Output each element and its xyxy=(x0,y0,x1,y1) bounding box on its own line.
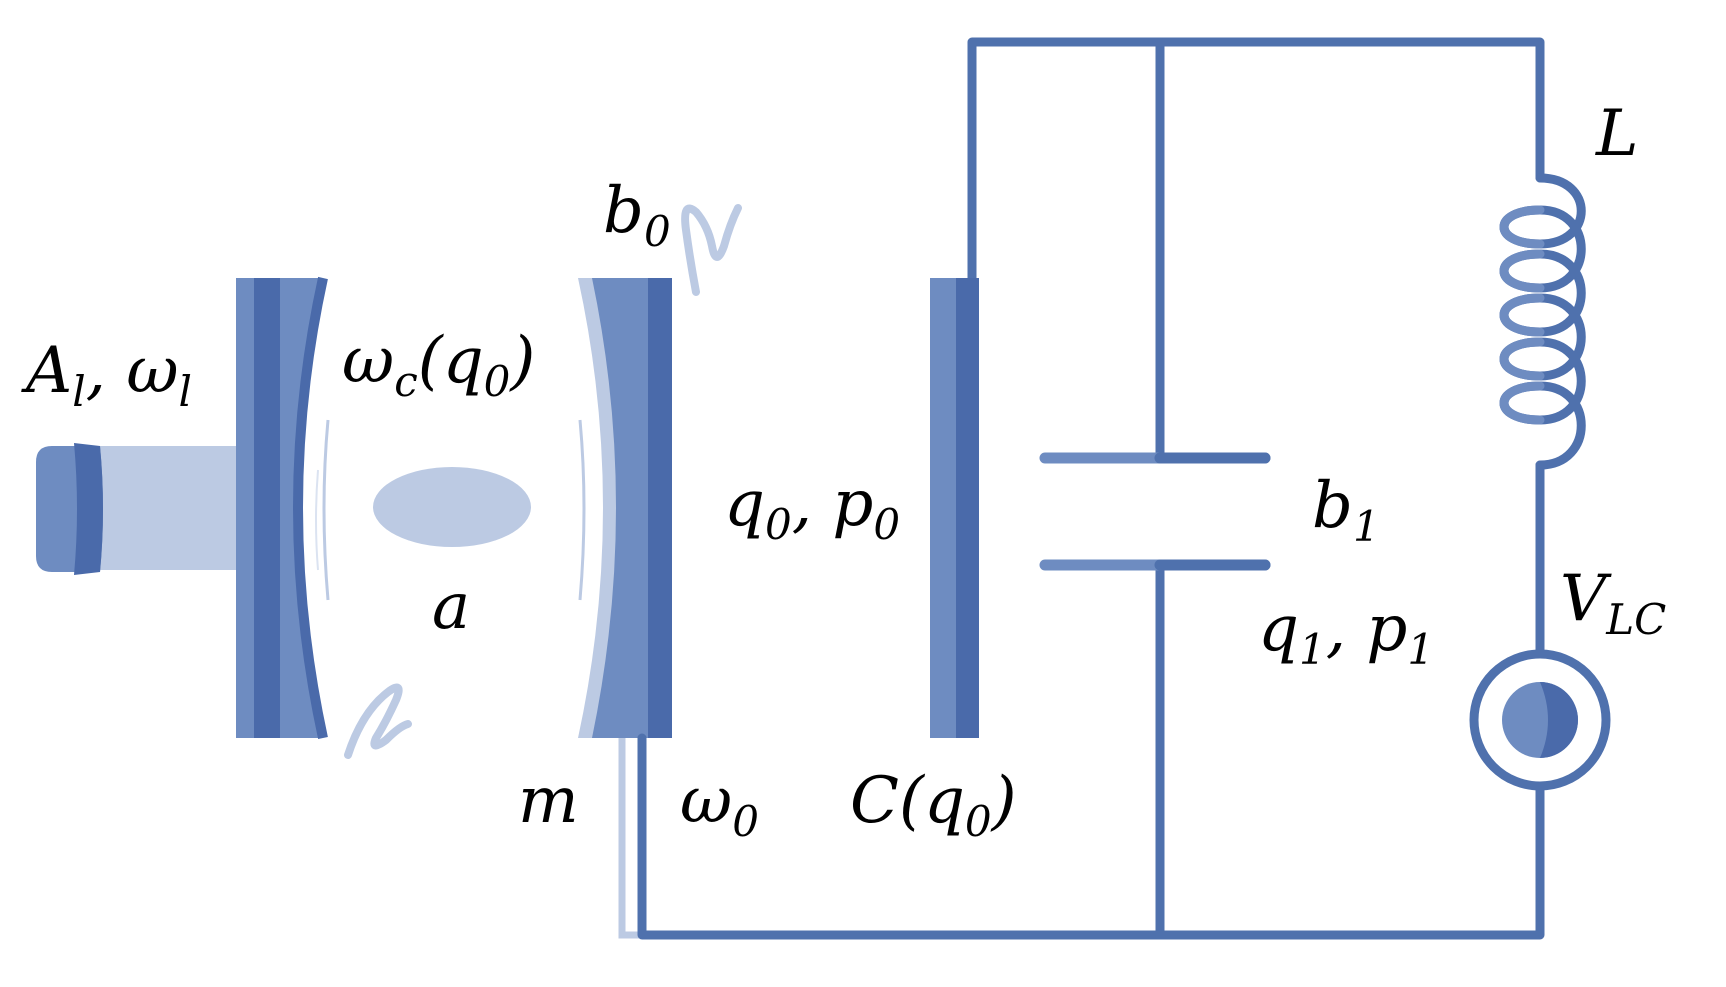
circuit-wires xyxy=(637,37,1545,940)
voltage-source-icon xyxy=(1469,649,1611,791)
mechanical-momentum-symbol: p xyxy=(832,467,873,541)
inductor-coil-front xyxy=(1499,205,1545,425)
cavity-frequency-q-symbol: q xyxy=(443,324,484,398)
mechanical-position-subscript: 0 xyxy=(765,500,792,549)
movable-mirror-light-edge xyxy=(578,278,620,738)
cavity-mode-label: a xyxy=(432,570,470,644)
mirror-mode-label: b0 xyxy=(603,174,671,256)
lc-charge-subscript: 1 xyxy=(1299,625,1326,674)
lc-flux-symbol: p xyxy=(1366,592,1407,666)
lc-mode-label: b1 xyxy=(1312,469,1380,551)
inductor-coil-icon xyxy=(1499,173,1586,470)
movable-mirror-icon xyxy=(578,278,672,738)
lc-charge-symbol: q xyxy=(1258,592,1299,666)
loss-wiggle-icon xyxy=(344,683,412,759)
laser-label: Al, ωl xyxy=(21,334,192,416)
voltage-symbol: V xyxy=(1560,562,1612,636)
fixed-mirror-face xyxy=(293,276,328,740)
cavity-mode-ellipse xyxy=(373,467,531,547)
fixed-mirror-reflection xyxy=(322,419,330,601)
mechanical-coordinates-separator: , xyxy=(792,467,833,541)
laser-frequency-symbol: ω xyxy=(126,334,178,408)
inductor-label: L xyxy=(1595,97,1639,171)
movable-mirror-reflection xyxy=(578,419,586,601)
cavity-frequency-symbol: ω xyxy=(342,324,394,398)
mirror-mass-label: m xyxy=(518,764,579,838)
laser-amplitude-subscript: l xyxy=(72,367,85,416)
cavity-frequency-close-paren: ) xyxy=(508,324,535,398)
movable-mirror-shade xyxy=(648,278,672,738)
lc-mode-symbol: b xyxy=(1312,469,1353,543)
voltage-subscript: LC xyxy=(1605,595,1666,644)
mirror-frequency-label: ω0 xyxy=(680,764,759,846)
laser-beam xyxy=(100,446,240,570)
cavity-frequency-q-subscript: 0 xyxy=(484,357,511,406)
lc-flux-subscript: 1 xyxy=(1407,625,1434,674)
capacitance-q-subscript: 0 xyxy=(965,797,992,846)
capacitance-q-symbol: q xyxy=(924,764,965,838)
laser-frequency-subscript: l xyxy=(179,367,192,416)
mirror-mode-symbol: b xyxy=(603,174,644,248)
fixed-mirror-reflection-2 xyxy=(315,469,319,571)
mirror-frequency-subscript: 0 xyxy=(732,797,759,846)
fixed-mirror-icon xyxy=(236,276,330,740)
mechanical-position-symbol: q xyxy=(724,467,765,541)
mirror-frequency-symbol: ω xyxy=(680,764,732,838)
cavity-frequency-open-paren: ( xyxy=(418,324,445,398)
mechanical-coordinates-label: q0, p0 xyxy=(724,467,900,549)
mirror-wiggle-icon xyxy=(681,204,742,296)
cavity-frequency-label: ωc(q0) xyxy=(342,324,535,406)
mechanical-momentum-subscript: 0 xyxy=(873,500,900,549)
mirror-mode-subscript: 0 xyxy=(644,207,671,256)
capacitor-plate-body xyxy=(930,278,960,738)
lc-coordinates-separator: , xyxy=(1326,592,1367,666)
capacitance-symbol: C xyxy=(850,764,899,838)
wire-source-to-bottom xyxy=(637,733,1545,940)
mirror-spring-wire xyxy=(618,738,642,939)
capacitance-label: C(q0) xyxy=(850,764,1017,846)
voltage-label: VLC xyxy=(1560,562,1666,644)
laser-body-shade xyxy=(74,443,103,575)
capacitor-icon xyxy=(1039,452,1271,571)
lc-coordinates-label: q1, p1 xyxy=(1258,592,1434,674)
laser-source-icon xyxy=(36,443,240,575)
fixed-mirror-shade xyxy=(254,278,280,738)
capacitor-plate-shade xyxy=(956,278,979,738)
wire-top-loop xyxy=(967,37,1545,283)
lc-mode-subscript: 1 xyxy=(1353,502,1380,551)
capacitance-close-paren: ) xyxy=(990,764,1017,838)
capacitance-open-paren: ( xyxy=(899,764,926,838)
capacitor-plate-icon xyxy=(930,278,979,738)
cavity-frequency-subscript: c xyxy=(394,357,418,406)
laser-amplitude-symbol: A xyxy=(21,334,72,408)
laser-label-separator: , xyxy=(86,334,127,408)
voltage-source-core-shade xyxy=(1540,682,1578,758)
